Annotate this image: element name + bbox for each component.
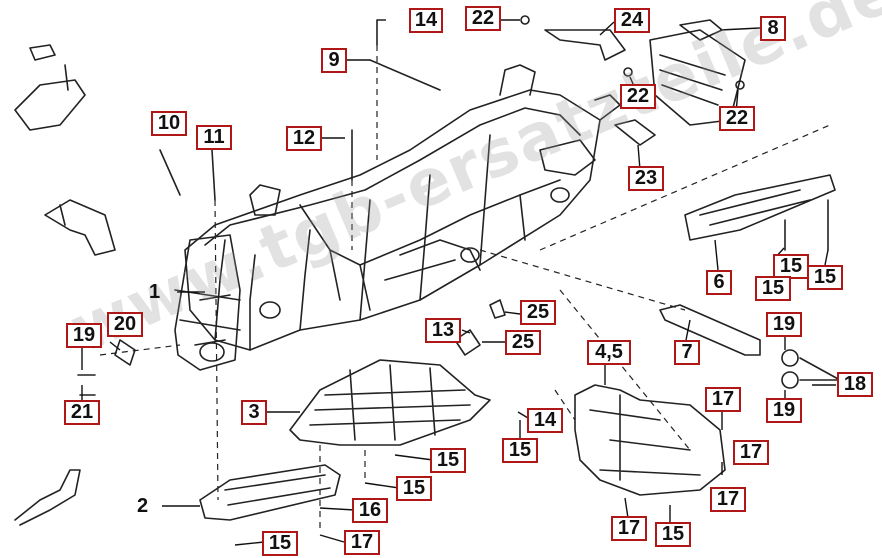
callout-17: 17	[705, 387, 741, 412]
left-mount-bracket	[44, 199, 116, 256]
callout-25: 25	[505, 330, 541, 355]
label-part-1: 1	[149, 281, 161, 303]
center-skid-plate-part	[289, 359, 491, 446]
rail-part	[659, 304, 761, 356]
callout-7: 7	[674, 340, 700, 365]
callout-17: 17	[733, 440, 769, 465]
callout-13: 13	[425, 318, 461, 343]
callout-19: 19	[766, 312, 802, 337]
fender-guard-part	[574, 384, 726, 496]
callout-15: 15	[396, 476, 432, 501]
callout-12: 12	[286, 126, 322, 151]
callout-23: 23	[628, 166, 664, 191]
callout-17: 17	[611, 516, 647, 541]
callout-16: 16	[352, 498, 388, 523]
callout-15: 15	[430, 448, 466, 473]
callout-4-5: 4,5	[587, 340, 631, 365]
callout-18: 18	[837, 372, 873, 397]
callout-14: 14	[409, 8, 443, 33]
callout-10: 10	[151, 111, 187, 136]
rear-skid-plate-part	[684, 174, 836, 241]
callout-15: 15	[502, 438, 538, 463]
callout-24: 24	[614, 8, 650, 33]
callout-11: 11	[196, 125, 232, 150]
callout-19: 19	[766, 398, 802, 423]
callout-8: 8	[760, 16, 786, 41]
callout-3: 3	[241, 400, 267, 425]
callout-22: 22	[465, 6, 501, 31]
callout-15: 15	[755, 276, 791, 301]
top-left-bracket	[14, 44, 86, 131]
front-skid-plate-part	[199, 464, 341, 521]
callout-15: 15	[655, 522, 691, 547]
callout-17: 17	[344, 530, 380, 555]
callout-25: 25	[520, 300, 556, 325]
main-frame-part	[174, 64, 621, 371]
callout-9: 9	[321, 48, 347, 73]
callout-22: 22	[620, 84, 656, 109]
callout-17: 17	[710, 487, 746, 512]
callout-15: 15	[807, 265, 843, 290]
callout-15: 15	[262, 531, 298, 556]
callout-20: 20	[107, 312, 143, 337]
callout-21: 21	[64, 400, 100, 425]
callout-15: 15	[773, 254, 809, 279]
label-part-2: 2	[137, 495, 149, 517]
callout-14: 14	[527, 408, 563, 433]
callout-19: 19	[66, 323, 102, 348]
rack-bracket-part	[544, 29, 626, 61]
callout-6: 6	[706, 270, 732, 295]
callout-22: 22	[719, 106, 755, 131]
